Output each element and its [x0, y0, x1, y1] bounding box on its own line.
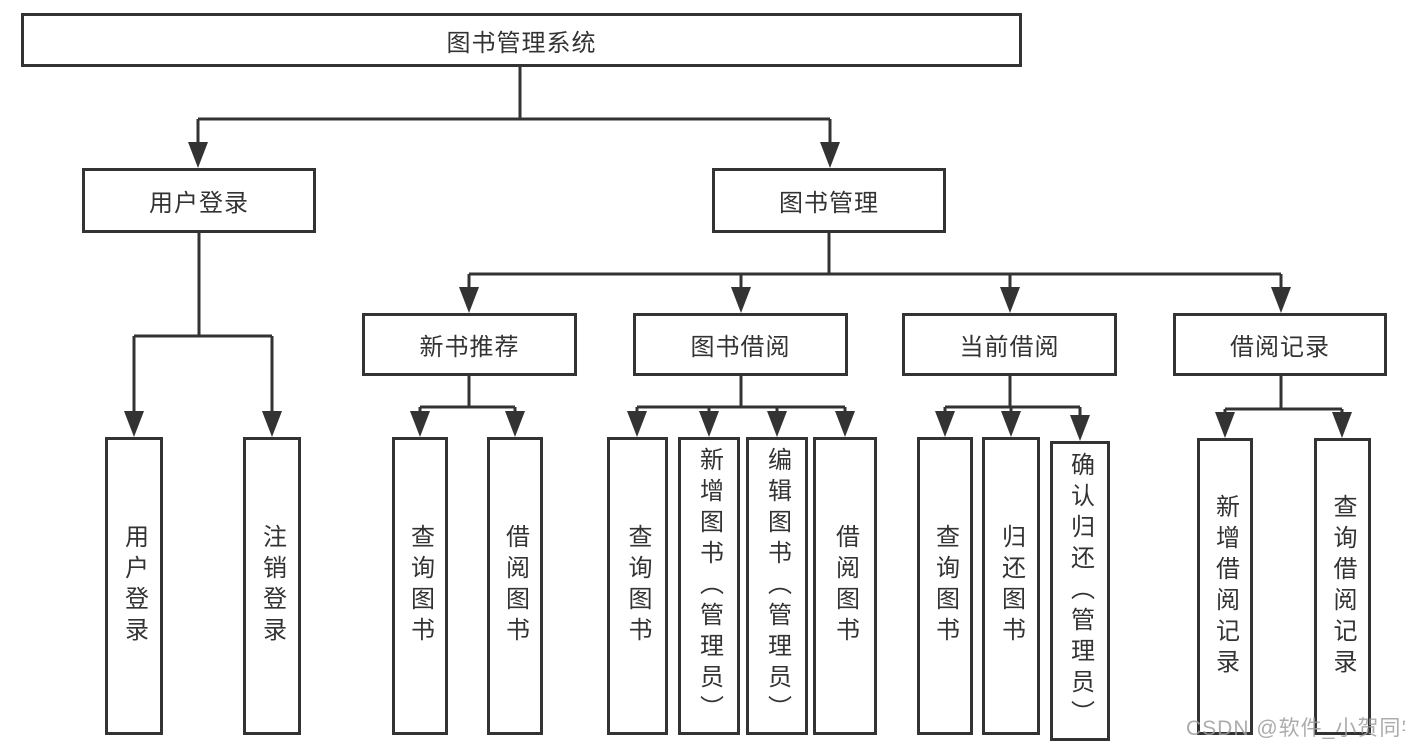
leaf-user-login: 用户登录: [105, 437, 163, 735]
arrow-down-icon: [1070, 415, 1090, 441]
arrow-down-icon: [767, 411, 787, 437]
leaf-borrow-book: 借阅图书: [813, 437, 877, 735]
arrow-down-icon: [1000, 287, 1020, 313]
node-current-borrow: 当前借阅: [902, 313, 1117, 376]
connector-book-mgmt-children: [459, 233, 1291, 313]
leaf-query-book-current: 查询图书: [917, 437, 973, 735]
connector-borrow-record-children: [1215, 376, 1352, 438]
arrow-down-icon: [1215, 412, 1235, 438]
arrow-down-icon: [699, 411, 719, 437]
leaf-borrow-book-recommend: 借阅图书: [487, 437, 543, 735]
arrow-down-icon: [820, 142, 840, 168]
connector-new-book-children: [410, 376, 525, 437]
node-new-book-recommend: 新书推荐: [362, 313, 577, 376]
arrow-down-icon: [731, 287, 751, 313]
connector-current-borrow-children: [935, 376, 1090, 441]
node-book-borrow: 图书借阅: [633, 313, 848, 376]
leaf-add-book-admin: 新增图书（管理员）: [678, 437, 740, 735]
arrow-down-icon: [410, 411, 430, 437]
leaf-query-book-recommend: 查询图书: [392, 437, 448, 735]
node-root-system: 图书管理系统: [21, 13, 1022, 67]
arrow-down-icon: [188, 142, 208, 168]
node-book-management: 图书管理: [712, 168, 946, 233]
arrow-down-icon: [505, 411, 525, 437]
connector-root-to-level2: [188, 67, 840, 168]
connector-user-login-children: [124, 233, 282, 437]
arrow-down-icon: [124, 411, 144, 437]
leaf-add-borrow-record: 新增借阅记录: [1197, 438, 1253, 735]
leaf-confirm-return-admin: 确认归还（管理员）: [1050, 441, 1110, 741]
arrow-down-icon: [935, 411, 955, 437]
leaf-edit-book-admin: 编辑图书（管理员）: [746, 437, 808, 735]
node-borrow-record: 借阅记录: [1173, 313, 1387, 376]
leaf-query-book-borrow: 查询图书: [607, 437, 668, 735]
arrow-down-icon: [1271, 287, 1291, 313]
arrow-down-icon: [262, 411, 282, 437]
arrow-down-icon: [1332, 412, 1352, 438]
connector-book-borrow-children: [627, 376, 855, 437]
node-user-login: 用户登录: [82, 168, 316, 233]
arrow-down-icon: [835, 411, 855, 437]
arrow-down-icon: [627, 411, 647, 437]
csdn-watermark: CSDN @软件_小贺同学: [1186, 717, 1405, 740]
arrow-down-icon: [459, 287, 479, 313]
arrow-down-icon: [1001, 411, 1021, 437]
leaf-return-book: 归还图书: [982, 437, 1040, 735]
leaf-logout: 注销登录: [243, 437, 301, 735]
leaf-query-borrow-record: 查询借阅记录: [1314, 438, 1371, 735]
